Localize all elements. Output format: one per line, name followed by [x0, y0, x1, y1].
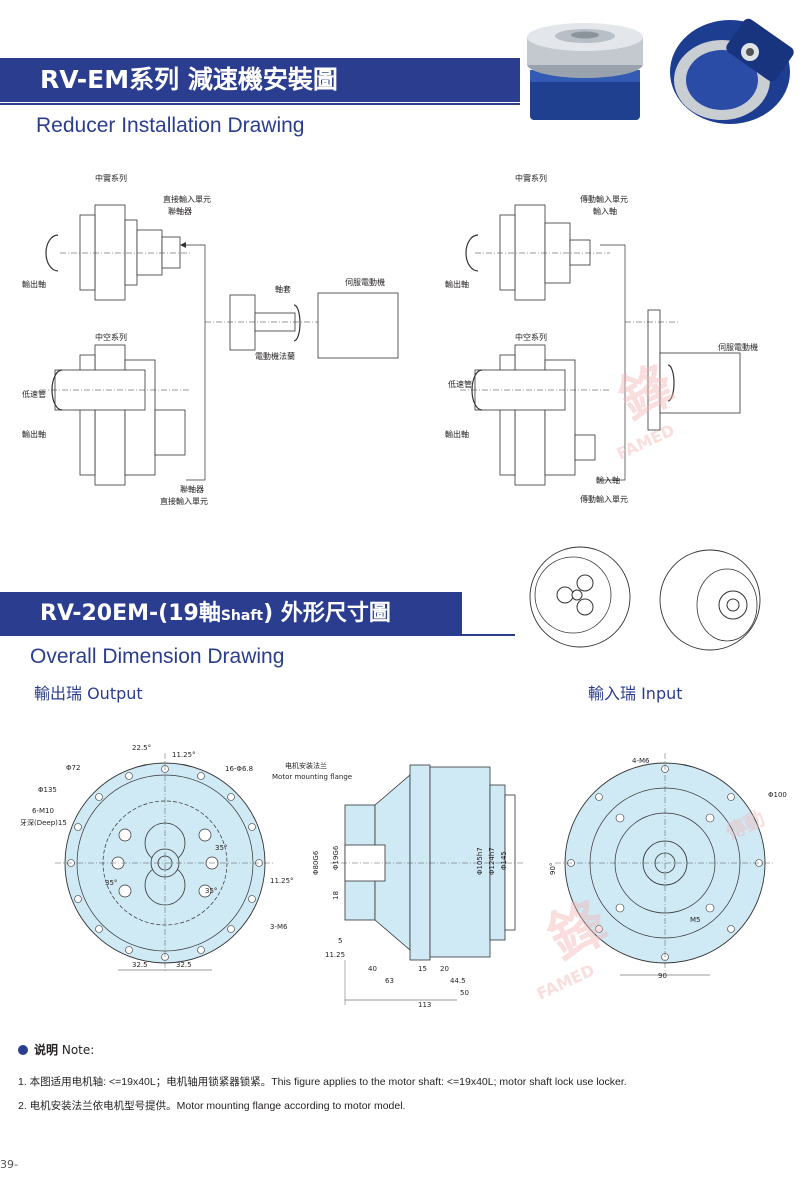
- watermark-cn-top: 鋒: [610, 355, 683, 432]
- page-number: 39-: [0, 1158, 18, 1171]
- output-label: 輸出瑞 Output: [34, 684, 143, 703]
- dim-phi72: Φ72: [66, 764, 80, 772]
- dim-phi105h7: Φ105h7: [476, 847, 484, 875]
- dim-90: 90: [658, 972, 667, 980]
- section2-rule: [0, 634, 515, 636]
- label-drive-input-r2: 傳動輸入單元: [580, 494, 628, 504]
- label-servo-motor-r: 伺服電動機: [718, 342, 758, 352]
- dim-phi124h7: Φ124h7: [488, 847, 496, 875]
- iso-sketch-input: [659, 549, 761, 651]
- dim-flange-cn: 电机安装法兰: [285, 761, 327, 770]
- label-drive-input-r1: 傳動輸入單元: [580, 194, 628, 204]
- dim-5: 5: [338, 937, 342, 945]
- notes-heading-cn: 说明: [34, 1043, 59, 1057]
- label-shaft-sleeve: 軸套: [275, 284, 291, 294]
- hollow-series-right: [460, 344, 610, 486]
- dim-flange-en: Motor mounting flange: [272, 773, 352, 781]
- dim-angle-35a: 35°: [215, 844, 227, 852]
- label-solid-series-l: 中實系列: [95, 173, 127, 183]
- section1-subtitle: Reducer Installation Drawing: [36, 114, 305, 137]
- note-line-1: 1. 本图适用电机轴: <=19x40L；电机轴用锁紧器锁紧。This figu…: [18, 1076, 627, 1088]
- dim-325b: 32.5: [176, 961, 192, 969]
- watermark-cn-side: 傳動: [721, 806, 768, 845]
- label-input-shaft-r2: 輸入軸: [596, 475, 620, 485]
- section1-rule: [0, 103, 520, 105]
- label-servo-motor-c: 伺服電動機: [345, 277, 385, 287]
- dim-phi80g6: Φ80G6: [312, 850, 320, 875]
- output-view: [55, 753, 275, 973]
- dim-4m6: 4-M6: [632, 757, 650, 765]
- dim-6m10: 6-M10: [32, 807, 54, 815]
- hollow-series-left: [40, 344, 190, 486]
- label-output-shaft-r1: 輸出軸: [445, 279, 469, 289]
- dim-deep: 牙深(Deep)15: [20, 818, 67, 827]
- watermark-cn-bottom: 鋒: [538, 890, 617, 973]
- note-bullet-icon: [18, 1045, 28, 1055]
- section2-banner: RV-20EM-(19軸Shaft) 外形尺寸圖: [0, 592, 462, 636]
- label-low-speed-l: 低速管: [22, 389, 46, 399]
- iso-sketch-output: [529, 546, 631, 648]
- dim-15: 15: [418, 965, 427, 973]
- dim-phi145: Φ145: [500, 851, 508, 870]
- label-input-shaft-r1: 輸入軸: [593, 206, 617, 216]
- label-solid-series-r: 中實系列: [515, 173, 547, 183]
- note-line-2: 2. 电机安装法兰依电机型号提供。Motor mounting flange a…: [18, 1100, 406, 1112]
- dim-20: 20: [440, 965, 449, 973]
- motor-center: [205, 292, 399, 359]
- label-direct-input-l2: 直接輸入單元: [160, 496, 208, 506]
- label-output-shaft-l2: 輸出軸: [22, 429, 46, 439]
- dim-50: 50: [460, 989, 469, 997]
- dim-40: 40: [368, 965, 377, 973]
- label-hollow-series-r: 中空系列: [515, 332, 547, 342]
- watermark: 鋒 FAMED 鋒 FAMED 傳動: [534, 355, 769, 1004]
- side-view: [330, 764, 525, 1005]
- notes-heading-en: Note:: [61, 1043, 95, 1057]
- dim-phi19g6: Φ19G6: [332, 845, 340, 870]
- label-output-shaft-r2: 輸出軸: [445, 429, 469, 439]
- dim-m5: M5: [690, 916, 701, 924]
- dim-113: 113: [418, 1001, 431, 1009]
- motor-right: [625, 309, 741, 431]
- dim-16holes: 16-Φ6.8: [225, 765, 253, 773]
- section2-title-main: RV-20EM-(19軸: [40, 601, 221, 626]
- dim-phi100: Φ100: [768, 791, 787, 799]
- label-coupling-l1: 聯軸器: [168, 206, 192, 216]
- dim-90deg: 90°: [549, 863, 557, 875]
- dim-445: 44.5: [450, 977, 466, 985]
- dimension-drawing: 22.5° 11.25° Φ72 16-Φ6.8 Φ135 6-M10 牙深(D…: [20, 744, 787, 1009]
- installation-drawing: 中實系列 直接輸入單元 聯軸器 輸出軸 中空系列 低速管 輸出軸 聯軸器 直接輸…: [22, 173, 758, 506]
- section2-title-shaft: Shaft: [220, 608, 264, 624]
- dim-18: 18: [332, 891, 340, 900]
- dim-phi135: Φ135: [38, 786, 57, 794]
- section1-title: RV-EM系列 減速機安裝圖: [40, 65, 338, 94]
- dim-3m6: 3-M6: [270, 923, 288, 931]
- label-hollow-series-l: 中空系列: [95, 332, 127, 342]
- label-direct-input-l: 直接輸入單元: [163, 194, 211, 204]
- dim-angle-35b: 35°: [105, 879, 117, 887]
- label-coupling-l2: 聯軸器: [180, 484, 204, 494]
- label-low-speed-r: 低速管: [448, 379, 472, 389]
- dim-325a: 32.5: [132, 961, 148, 969]
- label-motor-flange: 電動機法蘭: [255, 351, 295, 361]
- dim-angle-22: 22.5°: [132, 744, 151, 752]
- section2-subtitle: Overall Dimension Drawing: [30, 645, 285, 668]
- product-photo-silver: [527, 23, 643, 120]
- section1-banner: RV-EM系列 減速機安裝圖: [0, 58, 520, 102]
- section2-title-end: ) 外形尺寸圖: [263, 601, 391, 626]
- dim-angle-11b: 11.25°: [270, 877, 294, 885]
- product-photo-blue: [670, 18, 794, 124]
- solid-series-left: [45, 204, 206, 481]
- dim-63: 63: [385, 977, 394, 985]
- notes-heading: 说明 Note:: [18, 1041, 94, 1058]
- section2-title: RV-20EM-(19軸Shaft) 外形尺寸圖: [40, 592, 391, 638]
- label-output-shaft-l1: 輸出軸: [22, 279, 46, 289]
- dim-1125: 11.25: [325, 951, 345, 959]
- input-view: [555, 753, 775, 976]
- solid-series-right: [465, 204, 626, 481]
- dim-angle-11a: 11.25°: [172, 751, 196, 759]
- dim-angle-35c: 35°: [205, 887, 217, 895]
- input-label: 輸入瑞 Input: [588, 684, 683, 703]
